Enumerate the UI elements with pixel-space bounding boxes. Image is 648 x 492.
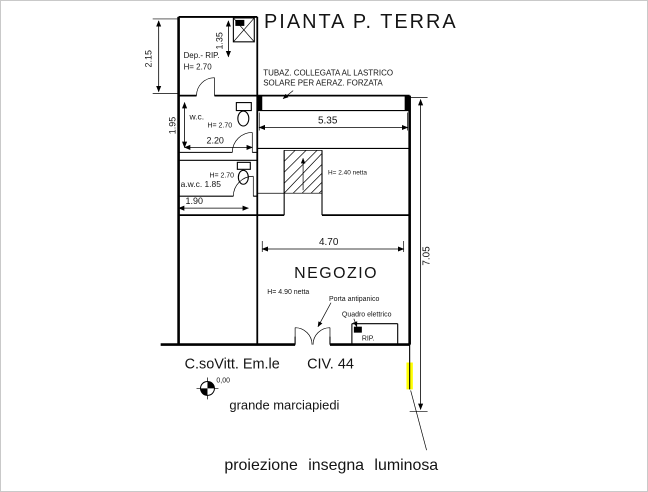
entry-door-right (312, 327, 331, 345)
walls (160, 16, 411, 390)
label-porta-antipanico: Porta antipanico (329, 296, 379, 303)
label-tubaz-line2: SOLARE PER AERAZ. FORZATA (263, 79, 383, 88)
level-marker-quadrant-1 (207, 381, 215, 389)
tubaz-leader (282, 90, 294, 99)
dim-215-text: 2.15 (144, 50, 154, 67)
rip-closet (351, 323, 399, 345)
label-dep-rip: Dep.- RIP. (184, 51, 220, 60)
label-street: C.soVitt. Em.le (185, 357, 280, 373)
door-deprip (196, 77, 215, 96)
dim-190-text: 1.90 (186, 196, 203, 206)
text-labels: PIANTA P. TERRA Dep.- RIP. H= 2.70 TUBAZ… (144, 11, 458, 474)
shaft-fill (235, 19, 245, 26)
label-wc: w.c. (189, 112, 205, 122)
porta-antipanico-leader (317, 302, 332, 328)
fixtures (235, 102, 252, 185)
label-stair-height: H= 2.40 netta (328, 169, 367, 176)
door-awc (233, 175, 254, 197)
wc-cistern (235, 102, 252, 112)
stairs (283, 150, 323, 194)
shaft-box (232, 17, 255, 43)
quadro-elettrico-leader (353, 318, 358, 328)
label-dep-rip-height: H= 2.70 (184, 63, 213, 72)
level-marker (196, 377, 219, 400)
label-rip: RIP. (362, 336, 375, 343)
plan-title: PIANTA P. TERRA (264, 11, 458, 33)
label-civic-number: CIV. 44 (307, 357, 354, 373)
label-negozio: NEGOZIO (294, 265, 378, 282)
dim-195-text: 1.95 (168, 117, 178, 134)
dim-535-text: 5.35 (318, 116, 338, 127)
dim-135-text: 1.35 (214, 32, 224, 49)
label-tubaz-line1: TUBAZ. COLLEGATA AL LASTRICO (263, 69, 393, 78)
awc-bowl (237, 169, 249, 185)
sign-projection-leader (410, 390, 427, 451)
electrical-panel (353, 326, 362, 333)
door-jambs (294, 336, 331, 345)
door-wc (232, 132, 253, 153)
entry-door-left (294, 327, 313, 345)
label-negozio-height: H= 4.90 netta (267, 289, 309, 296)
duct-end-right (404, 95, 410, 111)
label-sign-projection: proiezione insegna luminosa (224, 457, 438, 474)
label-wc-height: H= 2.70 (207, 122, 232, 129)
stairs-outline (283, 150, 323, 194)
level-marker-quadrant-2 (200, 388, 208, 396)
leader-lines (282, 90, 427, 451)
dim-705-text: 7.05 (422, 246, 433, 266)
wc-bowl (237, 110, 250, 127)
awc-cistern (236, 161, 251, 170)
dim-470-text: 4.70 (319, 237, 339, 248)
dim-220-text: 2.20 (206, 135, 223, 145)
duct-end-left (257, 95, 263, 111)
label-quadro-elettrico: Quadro elettrico (342, 312, 392, 319)
dimension-lines (152, 18, 428, 412)
dim-awc-width: 1.85 (204, 179, 221, 189)
dim-705-extensions (409, 97, 428, 412)
label-awc-height: H= 2.70 (209, 172, 234, 179)
label-sidewalk: grande marciapiedi (229, 397, 339, 412)
dim-215-extensions (152, 18, 179, 94)
label-level: 0,00 (216, 377, 230, 384)
label-awc: a.w.c. (181, 179, 203, 189)
